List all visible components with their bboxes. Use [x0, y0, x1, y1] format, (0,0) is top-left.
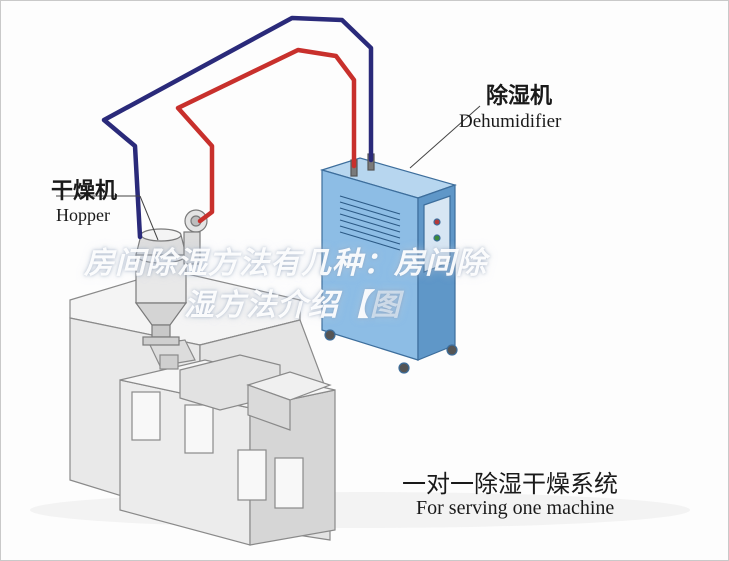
- return-air-pipe: [175, 47, 357, 224]
- watermark-title-overlay: 房间除湿方法有几种：房间除 湿方法介绍【图: [84, 243, 724, 327]
- system-title-cn: 一对一除湿干燥系统: [402, 470, 618, 498]
- dehumidifier-label-en: Dehumidifier: [459, 111, 562, 132]
- system-title-en: For serving one machine: [416, 497, 615, 519]
- dehumidifier-label-cn: 除湿机: [486, 84, 553, 109]
- overlay-line-2-text: 湿方法介绍【: [184, 288, 370, 323]
- hopper-dryer: [134, 209, 208, 346]
- overlay-line-2-faded: 图: [370, 288, 401, 323]
- hopper-label-cn: 干燥机: [51, 179, 118, 204]
- hopper-label-en: Hopper: [56, 205, 110, 225]
- overlay-line-2: 湿方法介绍【图: [84, 285, 724, 327]
- hopper-leader-line-2: [139, 195, 159, 241]
- dehumidifier-leader-line: [409, 105, 481, 169]
- injection-molding-machine: [69, 269, 336, 546]
- supply-air-pipe: [101, 15, 374, 240]
- overlay-line-1: 房间除湿方法有几种：房间除: [84, 246, 487, 281]
- dehumidifier-unit: [319, 153, 458, 374]
